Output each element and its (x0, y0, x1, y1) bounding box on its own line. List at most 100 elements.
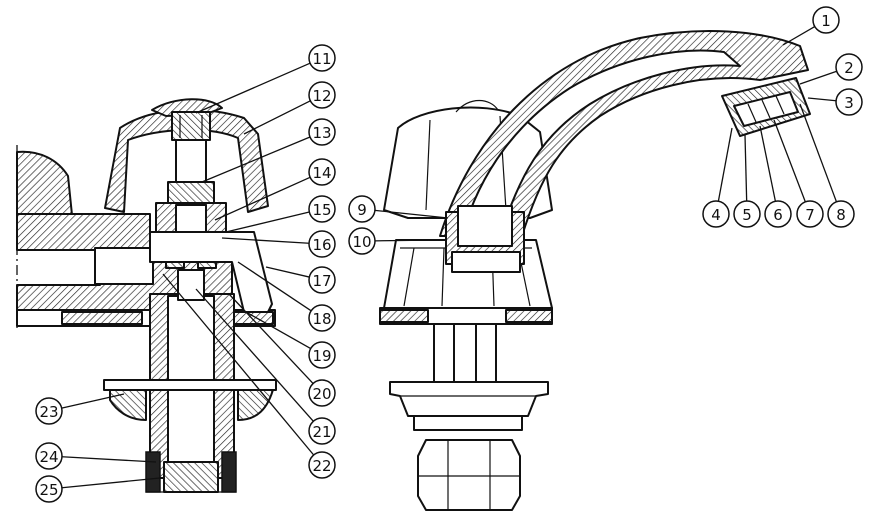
callout-bubble-22 (308, 451, 336, 479)
callout-leader-3 (807, 97, 837, 102)
callout-number: 9 (357, 201, 367, 219)
spout (439, 30, 809, 237)
callout-leader-23 (61, 393, 125, 409)
socket-bottom (451, 251, 521, 273)
callout-bubble-12 (308, 81, 336, 109)
callout-bubble-6 (764, 200, 792, 228)
callout-bubble-11 (308, 44, 336, 72)
callout-number: 18 (312, 310, 331, 328)
callout-bubble-25 (35, 475, 63, 503)
callout-number: 19 (312, 347, 331, 365)
callout-bubble-16 (308, 230, 336, 258)
coupling-nut (221, 451, 237, 493)
adjacent-body-part (16, 150, 73, 221)
callout-leader-18 (237, 261, 312, 312)
callout-leader-20 (228, 293, 314, 384)
callout-leader-9 (374, 209, 449, 219)
callout-leader-8 (799, 103, 838, 203)
shank-inner-stem (177, 269, 205, 301)
callout-leader-15 (225, 211, 310, 233)
callout-bubble-20 (308, 379, 336, 407)
callout-bubble-13 (308, 118, 336, 146)
callout-number: 1 (821, 12, 831, 30)
callout-number: 25 (39, 481, 58, 499)
callout-bubble-14 (308, 158, 336, 186)
callout-number: 20 (312, 385, 331, 403)
callout-leader-5 (744, 134, 748, 202)
callout-number: 7 (805, 206, 815, 224)
callout-bubble-24 (35, 442, 63, 470)
lock-nut (237, 385, 275, 421)
body-channel (94, 247, 154, 285)
callout-number: 16 (312, 236, 331, 254)
callout-bubble-5 (733, 200, 761, 228)
right-side-view (379, 30, 811, 511)
handle (104, 108, 269, 213)
callout-bubble-18 (308, 304, 336, 332)
callout-leader-19 (245, 311, 312, 350)
callout-number: 6 (773, 206, 783, 224)
callout-leader-6 (759, 125, 777, 202)
washer-right (413, 415, 523, 431)
callout-number: 2 (844, 59, 854, 77)
callout-bubble-7 (796, 200, 824, 228)
callout-bubble-23 (35, 397, 63, 425)
callout-number: 10 (352, 233, 371, 251)
stud (433, 323, 455, 383)
lock-nut-right (389, 381, 549, 417)
callout-bubble-4 (702, 200, 730, 228)
escutcheon (149, 231, 273, 313)
callout-bubble-10 (348, 227, 376, 255)
lock-nut (109, 385, 147, 421)
callout-leader-7 (773, 119, 806, 203)
callout-number: 14 (312, 164, 331, 182)
callout-leader-13 (201, 136, 311, 183)
callout-leader-11 (195, 62, 311, 114)
callout-bubble-19 (308, 341, 336, 369)
callout-number: 22 (312, 457, 331, 475)
callout-bubble-21 (308, 417, 336, 445)
callout-number: 12 (312, 87, 331, 105)
callout-leader-10 (374, 239, 443, 242)
callout-number: 3 (844, 94, 854, 112)
callout-leader-12 (243, 100, 311, 135)
callout-number: 8 (836, 206, 846, 224)
callout-bubble-8 (827, 200, 855, 228)
callout-bubble-2 (835, 53, 863, 81)
callout-number: 15 (312, 201, 331, 219)
callout-leader-14 (214, 176, 311, 221)
filter (163, 461, 219, 493)
hex-nut (417, 439, 521, 511)
deck-plate-right-cut (379, 309, 429, 323)
callout-leader-16 (221, 237, 310, 244)
callout-number: 11 (312, 50, 331, 68)
callout-number: 17 (312, 272, 331, 290)
callout-leader-1 (782, 25, 816, 46)
callout-number: 4 (711, 206, 721, 224)
callout-leader-2 (799, 70, 837, 85)
spindle-thread (167, 181, 215, 206)
callout-number: 13 (312, 124, 331, 142)
deck-plate-right-cut (505, 309, 553, 323)
callout-number: 21 (312, 423, 331, 441)
left-section-view (16, 98, 277, 493)
callout-bubble-3 (835, 88, 863, 116)
coupling-nut (145, 451, 161, 493)
callout-leader-4 (717, 127, 733, 202)
handle-screw (171, 111, 211, 141)
callout-number: 24 (39, 448, 58, 466)
callout-number: 5 (742, 206, 752, 224)
callout-leader-21 (195, 288, 314, 422)
callout-bubble-9 (348, 195, 376, 223)
callout-number: 23 (39, 403, 58, 421)
callout-bubble-17 (308, 266, 336, 294)
spout-socket-core (457, 205, 513, 247)
callout-leader-22 (162, 273, 315, 456)
spindle (175, 139, 207, 183)
callout-leader-25 (61, 477, 161, 489)
callout-leader-24 (61, 456, 157, 463)
callout-leader-17 (265, 266, 310, 278)
stud (475, 323, 497, 383)
